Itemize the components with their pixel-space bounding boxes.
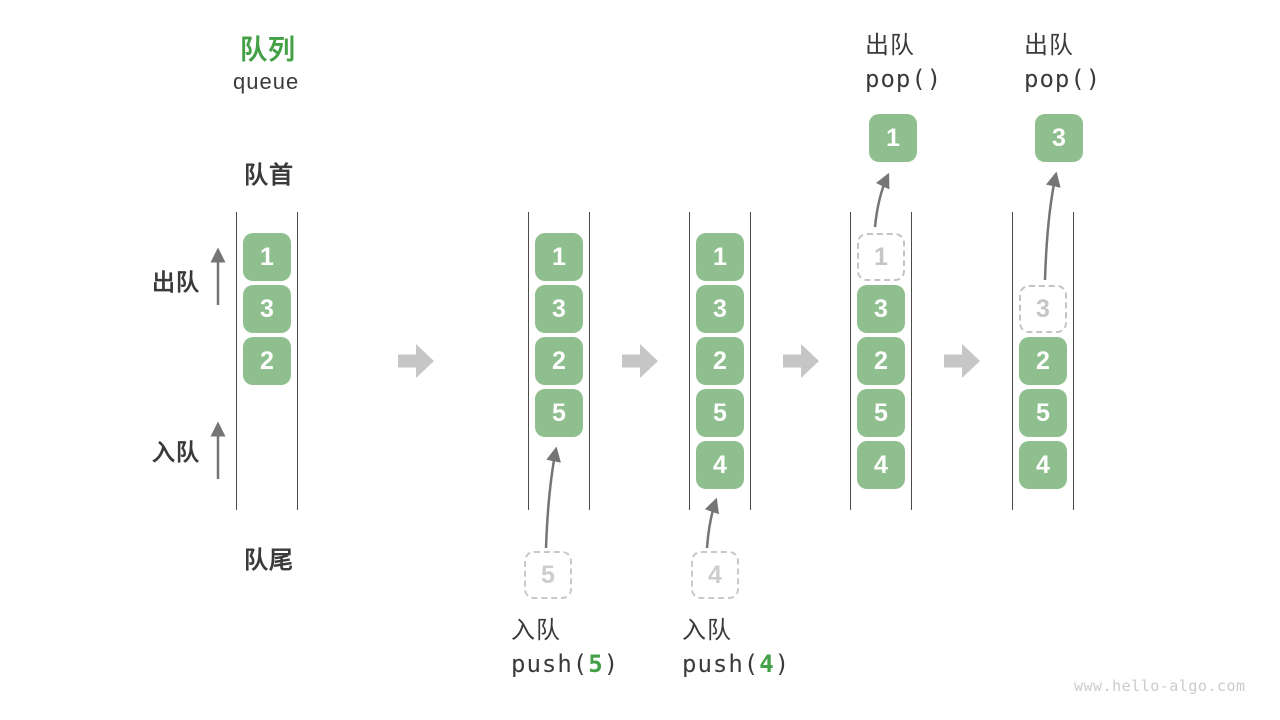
- push-operation-label: 入队 push(5): [511, 614, 619, 682]
- queue-cell: 2: [535, 337, 583, 385]
- push-code: push(4): [682, 650, 791, 678]
- diagram-title-en: queue: [233, 69, 300, 94]
- queue-cell: 2: [696, 337, 744, 385]
- queue-cell: 1: [696, 233, 744, 281]
- push-operation-label: 入队 push(4): [682, 614, 790, 682]
- popped-element-box: 1: [869, 114, 917, 162]
- queue-cell: 5: [857, 389, 905, 437]
- queue-cell-ghost: 1: [857, 233, 905, 281]
- diagram-title-zh: 队列: [240, 35, 296, 65]
- queue-cell-ghost: 3: [1019, 285, 1067, 333]
- queue-cell: 2: [243, 337, 291, 385]
- pop-code: pop(): [865, 65, 943, 93]
- queue-cell: 5: [696, 389, 744, 437]
- pop-code: pop(): [1024, 65, 1102, 93]
- dequeue-op-title: 出队: [865, 32, 915, 59]
- queue-cell: 5: [535, 389, 583, 437]
- queue-cell: 4: [857, 441, 905, 489]
- queue-cell: 3: [696, 285, 744, 333]
- queue-cell: 2: [857, 337, 905, 385]
- staged-enqueue-box: 4: [691, 551, 739, 599]
- queue-cell: 3: [243, 285, 291, 333]
- queue-cell: 4: [1019, 441, 1067, 489]
- enqueue-op-title: 入队: [682, 617, 732, 644]
- queue-rear-label: 队尾: [244, 547, 294, 574]
- queue-cell: 1: [535, 233, 583, 281]
- popped-element-box: 3: [1035, 114, 1083, 162]
- step-arrow-icon: [398, 344, 434, 378]
- pop-operation-label: 出队 pop(): [865, 29, 942, 97]
- enqueue-op-title: 入队: [511, 617, 561, 644]
- queue-cell: 3: [535, 285, 583, 333]
- queue-cell: 4: [696, 441, 744, 489]
- step-arrow-icon: [783, 344, 819, 378]
- queue-cell: 3: [857, 285, 905, 333]
- queue-front-label: 队首: [244, 162, 294, 189]
- enqueue-side-label: 入队: [152, 439, 200, 465]
- pop-operation-label: 出队 pop(): [1024, 29, 1101, 97]
- dequeue-op-title: 出队: [1024, 32, 1074, 59]
- queue-cell: 1: [243, 233, 291, 281]
- step-arrow-icon: [944, 344, 980, 378]
- watermark: www.hello-algo.com: [1074, 677, 1246, 695]
- step-arrow-icon: [622, 344, 658, 378]
- dequeue-side-label: 出队: [152, 269, 200, 295]
- staged-enqueue-box: 5: [524, 551, 572, 599]
- push-code: push(5): [511, 650, 620, 678]
- queue-cell: 5: [1019, 389, 1067, 437]
- queue-cell: 2: [1019, 337, 1067, 385]
